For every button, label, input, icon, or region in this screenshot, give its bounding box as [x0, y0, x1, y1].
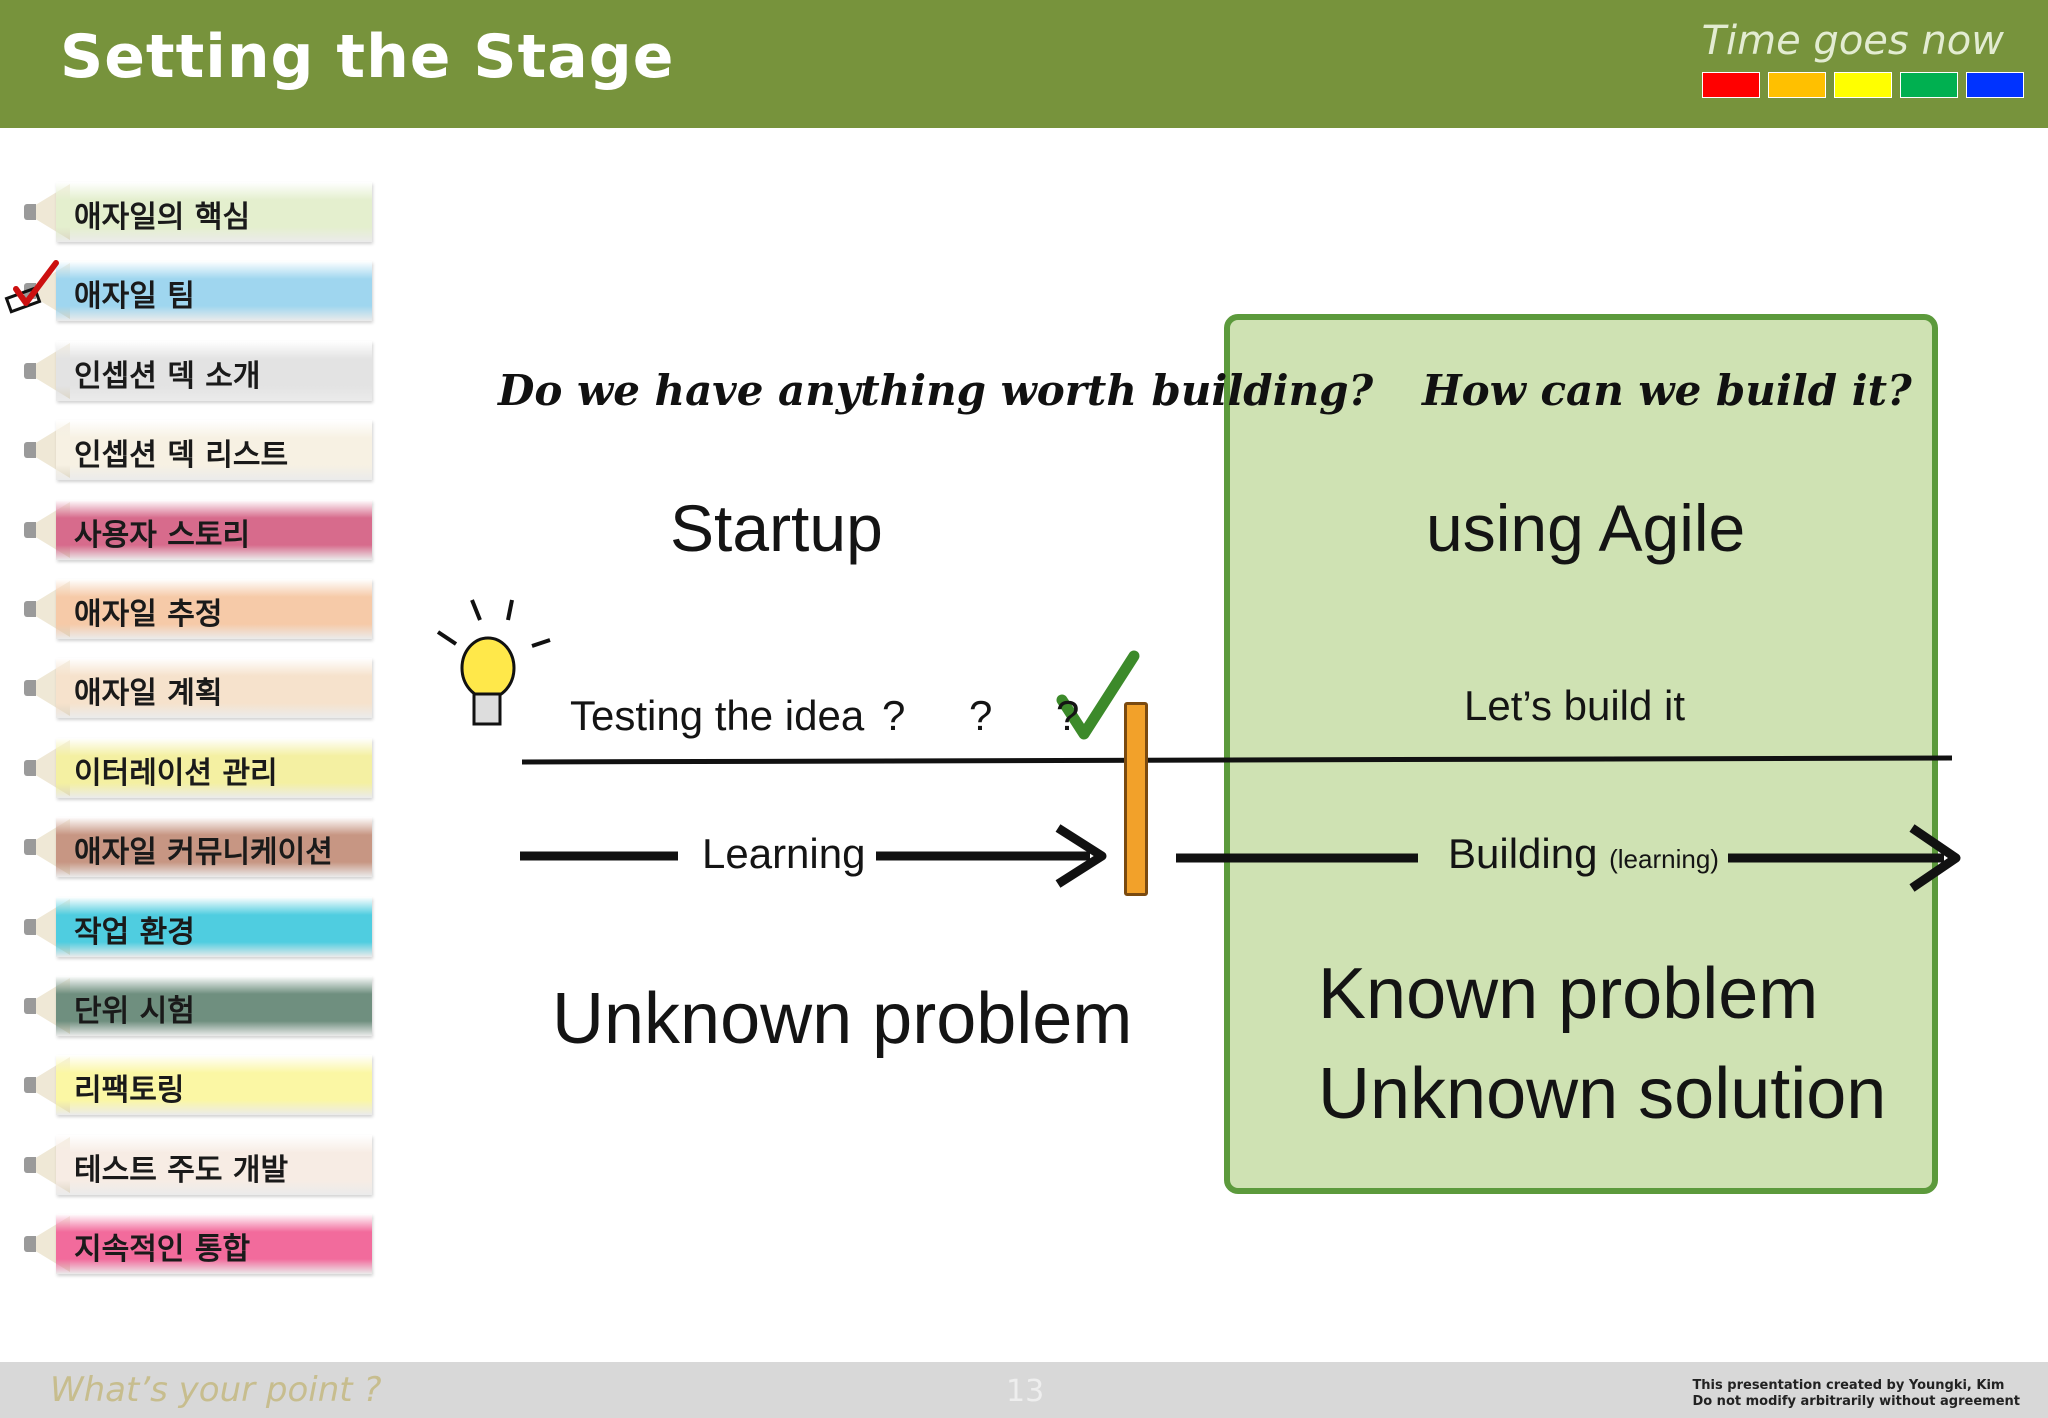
sidebar-item-label: 애자일 팀 — [74, 279, 195, 314]
testing-label: Testing the idea — [570, 692, 865, 739]
pencil-lead — [24, 442, 36, 458]
sidebar-item-label: 이터레이션 관리 — [74, 756, 278, 791]
sidebar-item[interactable]: 이터레이션 관리 — [14, 734, 374, 802]
pencil-lead — [24, 522, 36, 538]
credit-line-1: This presentation created by Youngki, Ki… — [1692, 1378, 2005, 1393]
pencil-lead — [24, 760, 36, 776]
unknown-solution-label: Unknown solution — [1318, 1054, 1887, 1134]
pencil-body — [56, 261, 372, 321]
sidebar-item-label: 사용자 스토리 — [74, 518, 251, 553]
unknown-problem-label: Unknown problem — [552, 979, 1133, 1059]
learning-arrowhead — [1055, 824, 1107, 888]
pencil-lead — [24, 363, 36, 379]
pencil-body — [56, 182, 372, 242]
footer-bar: What’s your point ? 13 This presentation… — [0, 1362, 2048, 1418]
pencil-lead — [24, 680, 36, 696]
pencil-body — [56, 658, 372, 718]
building-subtext: (learning) — [1609, 844, 1719, 874]
sidebar-item-label: 애자일 커뮤니케이션 — [74, 835, 333, 870]
pencil-body — [56, 579, 372, 639]
timeline — [521, 755, 1953, 765]
building-arrowhead — [1909, 824, 1961, 892]
build-it-label: Let’s build it — [1464, 682, 1686, 729]
sidebar-item-label: 애자일 계획 — [74, 676, 223, 711]
lightbulb-icon — [436, 599, 551, 726]
credit-line-2: Do not modify arbitrarily without agreem… — [1692, 1394, 2020, 1409]
color-swatch — [1900, 72, 1958, 98]
pencil-lead — [24, 919, 36, 935]
pencil-body — [56, 1055, 372, 1115]
current-check-icon — [4, 260, 59, 314]
building-text: Building — [1448, 830, 1598, 877]
sidebar-item[interactable]: 작업 환경 — [14, 893, 374, 961]
slide-title: Setting the Stage — [60, 22, 675, 92]
pencil-lead — [24, 204, 36, 220]
sidebar-item[interactable]: 애자일 추정 — [14, 575, 374, 643]
pencil-body — [56, 738, 372, 798]
pencil-body — [56, 500, 372, 560]
credit-text: This presentation created by Youngki, Ki… — [1692, 1378, 2020, 1410]
learning-label: Learning — [702, 830, 866, 877]
footer-slogan: What’s your point ? — [50, 1370, 382, 1410]
color-swatch — [1702, 72, 1760, 98]
building-label: Building (learning) — [1448, 830, 1719, 878]
pencil-body — [56, 1214, 372, 1274]
left-question: Do we have anything worth building? — [498, 366, 1374, 415]
known-problem-block: Known problem Unknown solution — [1318, 944, 1886, 1144]
green-check-icon — [1056, 650, 1140, 740]
pencil-body — [56, 976, 372, 1036]
color-swatch — [1966, 72, 2024, 98]
sidebar-item-label: 테스트 주도 개발 — [74, 1153, 289, 1188]
sidebar-item[interactable]: 인셉션 덱 리스트 — [14, 416, 374, 484]
sidebar-item[interactable]: 애자일 팀 — [14, 257, 374, 325]
startup-label: Startup — [670, 491, 883, 565]
pencil-lead — [24, 1157, 36, 1173]
using-agile-label: using Agile — [1426, 491, 1746, 565]
sidebar-item-label: 리팩토링 — [74, 1073, 185, 1108]
pencil-lead — [24, 601, 36, 617]
color-swatches — [1702, 72, 2024, 98]
sidebar-item[interactable]: 애자일 커뮤니케이션 — [14, 813, 374, 881]
milestone-post — [1124, 702, 1148, 896]
sidebar-item-label: 인셉션 덱 리스트 — [74, 438, 289, 473]
page-number: 13 — [1006, 1374, 1045, 1409]
sidebar-item[interactable]: 리팩토링 — [14, 1051, 374, 1119]
agile-box — [1224, 314, 1938, 1194]
known-problem-label: Known problem — [1318, 954, 1819, 1034]
sidebar-item[interactable]: 애자일의 핵심 — [14, 178, 374, 246]
pencil-body — [56, 420, 372, 480]
color-swatch — [1834, 72, 1892, 98]
question-marks: ? ? ? — [882, 692, 1106, 739]
sidebar-item[interactable]: 테스트 주도 개발 — [14, 1131, 374, 1199]
pencil-lead — [24, 998, 36, 1014]
sidebar-item-label: 애자일 추정 — [74, 597, 223, 632]
pencil-lead — [24, 1077, 36, 1093]
sidebar-item-label: 지속적인 통합 — [74, 1232, 251, 1267]
color-swatch — [1768, 72, 1826, 98]
sidebar-item-label: 애자일의 핵심 — [74, 200, 251, 235]
header-bar: Setting the Stage Time goes now — [0, 0, 2048, 128]
sidebar-item[interactable]: 단위 시험 — [14, 972, 374, 1040]
pencil-body — [56, 897, 372, 957]
right-question: How can we build it? — [1422, 366, 1912, 415]
pencil-body — [56, 1135, 372, 1195]
pencil-lead — [24, 1236, 36, 1252]
sidebar-item-label: 단위 시험 — [74, 994, 195, 1029]
sidebar-item[interactable]: 지속적인 통합 — [14, 1210, 374, 1278]
sidebar-item[interactable]: 인셉션 덱 소개 — [14, 337, 374, 405]
pencil-body — [56, 817, 372, 877]
sidebar-item-label: 인셉션 덱 소개 — [74, 359, 261, 394]
sidebar-item-label: 작업 환경 — [74, 915, 195, 950]
pencil-lead — [24, 839, 36, 855]
tagline: Time goes now — [1701, 18, 2004, 64]
pencil-body — [56, 341, 372, 401]
sidebar-item[interactable]: 애자일 계획 — [14, 654, 374, 722]
sidebar-item[interactable]: 사용자 스토리 — [14, 496, 374, 564]
